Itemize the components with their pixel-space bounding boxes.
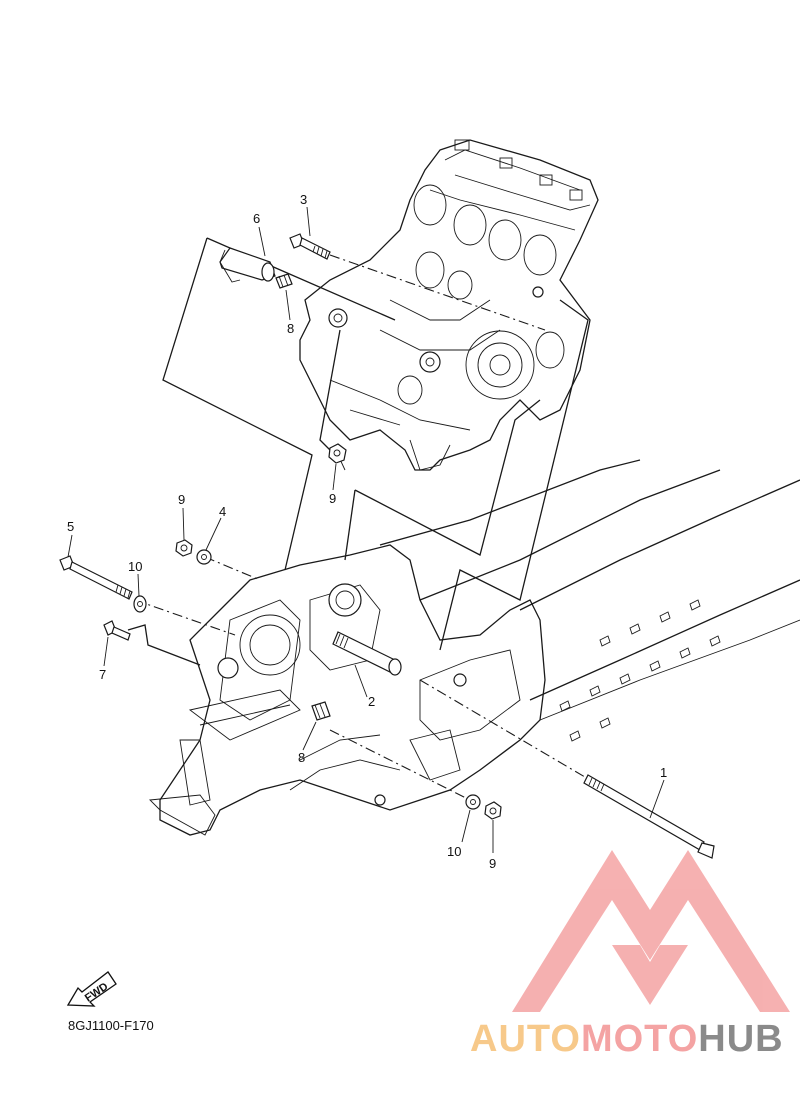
nut-part-9-mid bbox=[175, 539, 193, 557]
bolt-part-7 bbox=[103, 620, 131, 641]
nut-part-9-lower bbox=[484, 801, 502, 820]
part-label-9-upper: 9 bbox=[329, 491, 337, 506]
brand-watermark: AUTOMOTOHUB bbox=[470, 1018, 784, 1061]
collar-part-2 bbox=[332, 631, 402, 676]
fwd-arrow-icon: FWD bbox=[66, 971, 117, 1007]
part-label-10-left: 10 bbox=[128, 559, 143, 574]
label-leaders bbox=[67, 206, 665, 853]
part-label-8-top: 8 bbox=[287, 321, 295, 336]
part-label-6: 6 bbox=[253, 211, 261, 226]
part-label-3: 3 bbox=[300, 192, 308, 207]
part-label-5: 5 bbox=[67, 519, 75, 534]
part-label-10-right: 10 bbox=[447, 844, 462, 859]
part-label-1: 1 bbox=[660, 765, 668, 780]
part-label-7: 7 bbox=[99, 667, 107, 682]
part-label-2: 2 bbox=[368, 694, 376, 709]
collar-part-8-lower bbox=[311, 701, 331, 721]
engine-block bbox=[299, 139, 599, 471]
brand-hub: HUB bbox=[698, 1018, 784, 1060]
collar-part-8-top bbox=[275, 273, 293, 289]
part-label-9-mid: 9 bbox=[178, 492, 186, 507]
part-label-4: 4 bbox=[219, 504, 227, 519]
nut-part-9-upper bbox=[328, 443, 347, 464]
washer-part-10-left bbox=[133, 595, 147, 613]
bolt-part-3 bbox=[289, 233, 331, 260]
washer-part-10-right bbox=[465, 794, 481, 810]
bolt-part-5 bbox=[59, 555, 133, 600]
brand-auto: AUTO bbox=[470, 1018, 581, 1060]
brand-moto: MOTO bbox=[580, 1018, 699, 1060]
assembly-lines bbox=[127, 237, 591, 801]
part-label-9-lower: 9 bbox=[489, 856, 497, 871]
bolt-part-1 bbox=[583, 774, 715, 859]
automotohub-logo-icon bbox=[512, 850, 790, 1012]
bracket-part-6 bbox=[219, 247, 276, 283]
washer-part-4 bbox=[196, 549, 212, 565]
part-label-8-lower: 8 bbox=[298, 750, 306, 765]
frame bbox=[149, 459, 800, 836]
diagram-code: 8GJ1100-F170 bbox=[68, 1018, 154, 1033]
